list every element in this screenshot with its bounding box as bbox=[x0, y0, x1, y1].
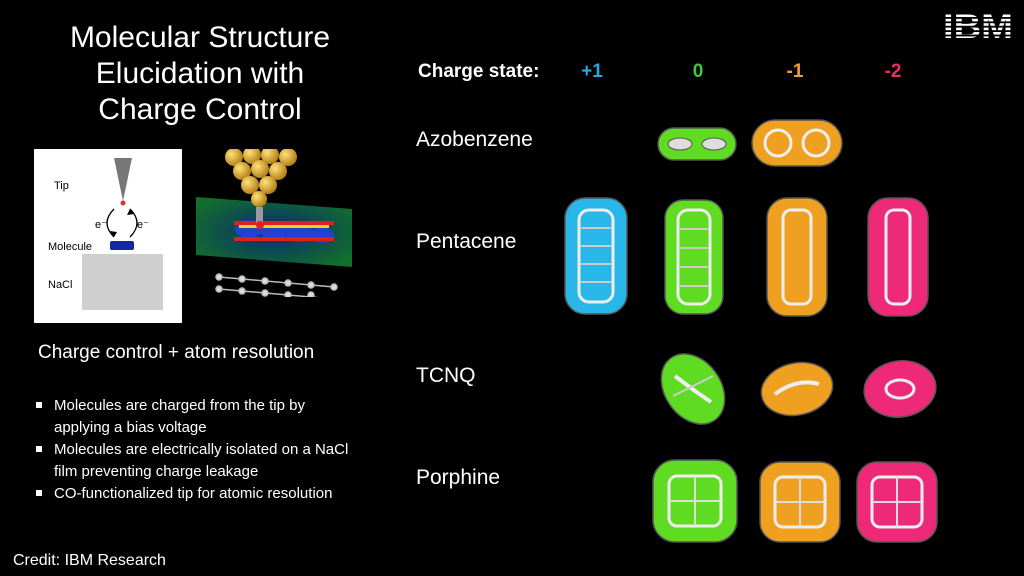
tip-schematic-drawing bbox=[106, 158, 138, 238]
bullet-item: Molecules are charged from the tip by ap… bbox=[34, 395, 364, 439]
ibm-logo: IBM bbox=[943, 10, 1013, 40]
tip-schematic: Tip e⁻ e⁻ Molecule NaCl bbox=[34, 149, 182, 323]
afm-porphine-m1 bbox=[759, 461, 841, 543]
charge-state-0: 0 bbox=[692, 61, 704, 82]
molecule-label: Molecule bbox=[48, 241, 93, 253]
electron-left-label: e⁻ bbox=[95, 219, 107, 231]
co-molecule bbox=[256, 207, 263, 223]
gold-tip-atoms bbox=[225, 149, 297, 207]
arrow-up bbox=[129, 208, 138, 238]
afm-pentacene-p1 bbox=[564, 197, 628, 315]
nacl-label: NaCl bbox=[48, 279, 73, 291]
afm-pentacene-0 bbox=[664, 199, 724, 315]
afm-azobenzene-0 bbox=[657, 127, 737, 161]
bullet-list: Molecules are charged from the tip by ap… bbox=[34, 395, 364, 505]
credit-line: Credit: IBM Research bbox=[13, 552, 166, 569]
molecule-label-tcnq: TCNQ bbox=[416, 364, 476, 387]
molecule-label-azobenzene: Azobenzene bbox=[416, 128, 533, 151]
nacl-block bbox=[82, 254, 163, 310]
subtitle: Charge control + atom resolution bbox=[38, 342, 315, 363]
afm-azobenzene-m1 bbox=[751, 119, 843, 167]
tip-label: Tip bbox=[54, 180, 69, 192]
title-line-3: Charge Control bbox=[98, 93, 302, 126]
bullet-item: CO-functionalized tip for atomic resolut… bbox=[34, 483, 364, 505]
tip-apex bbox=[120, 200, 126, 206]
charge-state-label: Charge state: bbox=[418, 61, 540, 82]
molecule-label-pentacene: Pentacene bbox=[416, 230, 517, 253]
charge-state-minus1: -1 bbox=[786, 61, 804, 82]
arrow-down bbox=[106, 208, 115, 238]
bullet-item: Molecules are electrically isolated on a… bbox=[34, 439, 364, 483]
ibm-logo-text: IBM bbox=[943, 10, 1013, 40]
afm-tcnq-m2 bbox=[863, 360, 937, 418]
title-line-2: Elucidation with bbox=[95, 57, 305, 90]
afm-pentacene-m2 bbox=[867, 197, 929, 317]
charge-state-minus2: -2 bbox=[884, 61, 902, 82]
molecule-label-porphine: Porphine bbox=[416, 466, 501, 489]
slide-title: Molecular Structure Elucidation with Cha… bbox=[40, 20, 360, 128]
title-line-1: Molecular Structure bbox=[69, 21, 331, 54]
molecule-block bbox=[110, 241, 134, 250]
afm-tcnq-0 bbox=[660, 353, 726, 425]
afm-tcnq-m1 bbox=[760, 361, 834, 417]
tip-3d-render bbox=[196, 149, 352, 297]
molecule-ball-stick bbox=[215, 273, 338, 297]
charge-state-plus1: +1 bbox=[581, 61, 603, 82]
afm-pentacene-m1 bbox=[766, 197, 828, 317]
tip-cone bbox=[114, 158, 132, 201]
afm-porphine-0 bbox=[652, 459, 738, 543]
charge-density-lobes bbox=[234, 220, 334, 243]
electron-right-label: e⁻ bbox=[137, 219, 149, 231]
afm-porphine-m2 bbox=[856, 461, 938, 543]
